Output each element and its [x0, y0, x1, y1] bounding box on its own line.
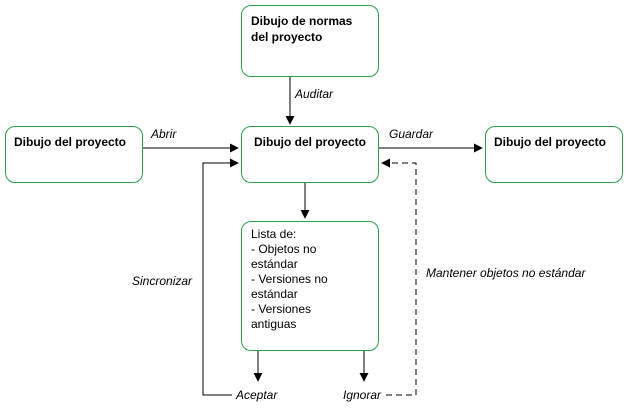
outcome-ignore: Ignorar [343, 388, 382, 402]
outcome-accept: Aceptar [236, 388, 278, 402]
list-line: estándar [251, 257, 298, 271]
node-project-label: Dibujo del proyecto [254, 135, 367, 149]
list-title: Lista de: [251, 227, 297, 241]
list-line: estándar [251, 287, 298, 301]
node-saved-label: Dibujo del proyecto [494, 135, 607, 149]
list-line: - Versiones [251, 302, 312, 316]
node-source-drawing: Dibujo del proyecto [5, 126, 143, 183]
node-standards-drawing: Dibujo de normas del proyecto [241, 5, 379, 77]
node-issue-list: Lista de: - Objetos no estándar - Versio… [241, 221, 379, 351]
list-line: - Versiones no [251, 272, 328, 286]
edge-label-audit: Auditar [295, 87, 334, 101]
node-project-drawing: Dibujo del proyecto [241, 126, 379, 183]
edge-sync [202, 158, 239, 396]
node-source-label: Dibujo del proyecto [14, 135, 127, 149]
edge-label-sync: Sincronizar [132, 274, 193, 288]
node-standards-label: Dibujo de normas del proyecto [251, 14, 353, 44]
list-line: - Objetos no [251, 242, 317, 256]
node-saved-drawing: Dibujo del proyecto [485, 126, 623, 183]
edge-label-open: Abrir [151, 127, 177, 141]
edge-label-keep: Mantener objetos no estándar [426, 266, 586, 280]
edge-label-save: Guardar [389, 127, 434, 141]
list-line: antiguas [251, 317, 297, 331]
edge-keep [381, 158, 417, 396]
